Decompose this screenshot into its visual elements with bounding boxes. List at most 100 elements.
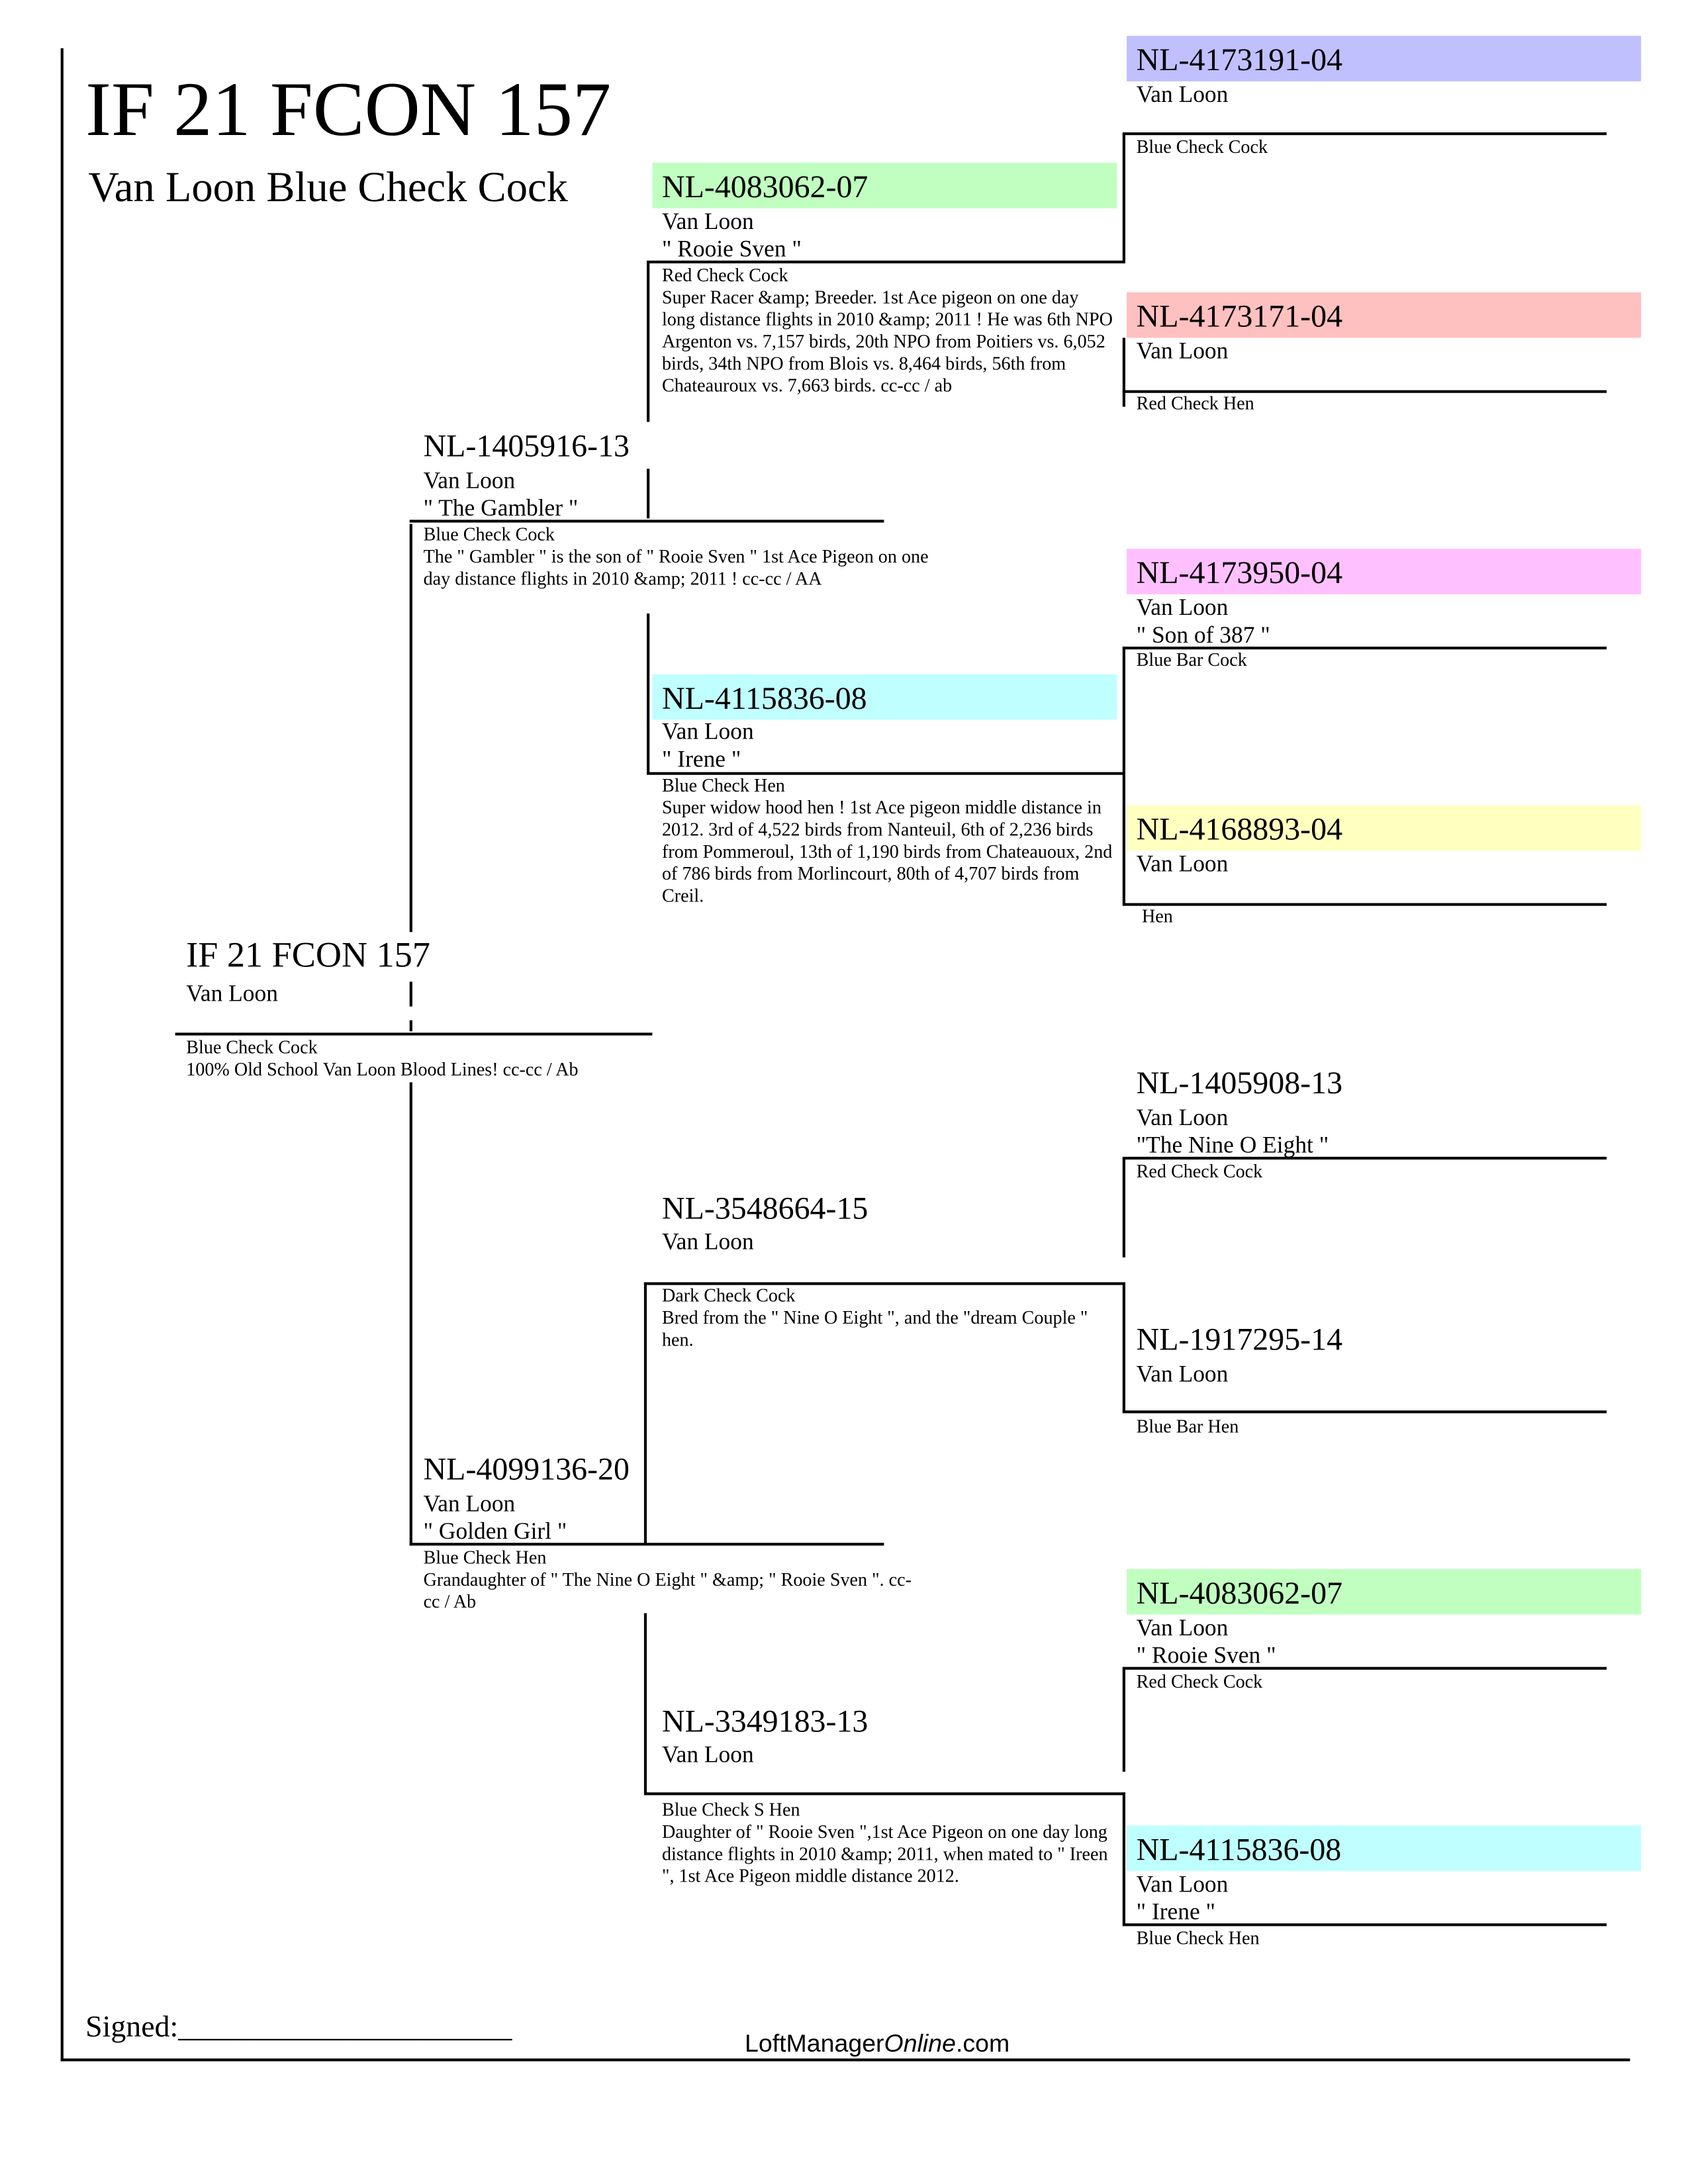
bird-color: Blue Check Cock	[1136, 136, 1268, 158]
connector	[1122, 1792, 1125, 1925]
connector	[409, 981, 412, 1007]
card-line	[409, 520, 884, 523]
connector	[1122, 1282, 1125, 1412]
ring-number: NL-3548664-15	[661, 1191, 868, 1226]
frame-bottom-line	[60, 2058, 1630, 2062]
brand-part: .com	[955, 2029, 1010, 2058]
bird-name: " Rooie Sven "	[1136, 1642, 1276, 1668]
bird-color: Blue Check S Hen	[661, 1799, 800, 1820]
breeder: Van Loon	[661, 208, 754, 235]
card-line	[647, 772, 1125, 775]
card-line	[643, 1282, 1125, 1285]
ring-number: NL-4173171-04	[1136, 299, 1343, 334]
highlight-band	[1127, 36, 1642, 81]
highlight-band	[1127, 1569, 1642, 1615]
card-line	[647, 260, 1125, 263]
page-subtitle: Van Loon Blue Check Cock	[88, 162, 568, 211]
bird-color: Red Check Cock	[1136, 1670, 1263, 1692]
ring-number: NL-4173950-04	[1136, 555, 1343, 590]
notes: The " Gambler " is the son of " Rooie Sv…	[423, 545, 929, 589]
breeder: Van Loon	[661, 718, 754, 745]
connector	[1122, 1158, 1125, 1257]
ring-number: NL-3349183-13	[661, 1704, 868, 1739]
breeder: Van Loon	[1136, 81, 1229, 108]
bird-name: " Irene "	[1136, 1898, 1216, 1925]
breeder: Van Loon	[1136, 594, 1229, 621]
card-line	[1122, 1666, 1607, 1670]
breeder: Van Loon	[1136, 1871, 1229, 1897]
highlight-band	[652, 674, 1117, 720]
bird-color: Blue Check Hen	[1136, 1927, 1260, 1948]
brand-footer: LoftManagerOnline.com	[745, 2031, 1009, 2056]
bird-name: " Irene "	[661, 746, 741, 772]
brand-part: LoftManager	[744, 2029, 884, 2058]
breeder: Van Loon	[661, 1228, 754, 1255]
bird-name: " Golden Girl "	[423, 1518, 567, 1545]
page-title: IF 21 FCON 157	[85, 68, 612, 154]
card-line	[1122, 132, 1607, 136]
bird-color: Blue Check Cock	[186, 1036, 318, 1058]
breeder: Van Loon	[423, 1490, 516, 1517]
connector	[1122, 647, 1125, 905]
card-line	[643, 1792, 1125, 1796]
connector	[409, 1082, 412, 1546]
connector	[1122, 134, 1125, 263]
breeder: Van Loon	[423, 467, 516, 494]
breeder: Van Loon	[1136, 1104, 1229, 1131]
ring-number: IF 21 FCON 157	[186, 934, 430, 975]
card-line	[1122, 647, 1607, 650]
bird-color: Red Check Cock	[661, 264, 788, 286]
card-line	[409, 1543, 884, 1546]
breeder: Van Loon	[1136, 1361, 1229, 1387]
connector	[643, 1613, 647, 1794]
ring-number: NL-4173191-04	[1136, 42, 1343, 77]
notes: Grandaughter of " The Nine O Eight " &am…	[423, 1569, 912, 1612]
bird-name: " Son of 387 "	[1136, 621, 1270, 649]
brand-part: Online	[884, 2029, 956, 2058]
bird-color: Red Check Cock	[1136, 1161, 1263, 1182]
bird-color: Blue Bar Hen	[1136, 1416, 1239, 1437]
bird-color: Blue Check Hen	[423, 1547, 547, 1568]
connector	[409, 1020, 412, 1032]
notes: Bred from the " Nine O Eight ", and the …	[661, 1306, 1088, 1350]
breeder: Van Loon	[1136, 1614, 1229, 1641]
breeder: Van Loon	[1136, 850, 1229, 877]
bird-color: Blue Bar Cock	[1136, 649, 1247, 670]
bird-color: Hen	[1141, 905, 1173, 927]
highlight-band	[1127, 549, 1642, 594]
ring-number: NL-4168893-04	[1136, 812, 1343, 847]
card-line	[1122, 390, 1607, 393]
bird-name: " The Gambler "	[423, 494, 579, 522]
breeder: Van Loon	[186, 980, 278, 1007]
bird-name: " Rooie Sven "	[661, 236, 802, 262]
connector	[1122, 338, 1125, 407]
connector	[643, 1282, 647, 1545]
bird-name: "The Nine O Eight "	[1136, 1132, 1329, 1158]
ring-number: NL-4099136-20	[423, 1451, 630, 1486]
notes: Super widow hood hen ! 1st Ace pigeon mi…	[661, 797, 1113, 906]
signature-line: Signed:______________________	[85, 2009, 512, 2044]
breeder: Van Loon	[661, 1741, 754, 1768]
bird-color: Red Check Hen	[1136, 392, 1254, 414]
connector	[647, 261, 650, 422]
notes: 100% Old School Van Loon Blood Lines! cc…	[186, 1058, 579, 1080]
highlight-band	[1127, 292, 1642, 338]
notes: Super Racer &amp; Breeder. 1st Ace pigeo…	[661, 287, 1113, 396]
highlight-band	[1127, 1825, 1642, 1872]
card-line	[1122, 903, 1607, 906]
card-line	[1122, 1156, 1607, 1160]
ring-number: NL-1405908-13	[1136, 1066, 1343, 1101]
ring-number: NL-4083062-07	[661, 169, 868, 205]
connector	[1122, 1668, 1125, 1772]
ring-number: NL-4115836-08	[661, 681, 867, 716]
ring-number: NL-1917295-14	[1136, 1322, 1343, 1357]
card-line	[1122, 1410, 1607, 1414]
highlight-band	[1127, 805, 1642, 851]
ring-number: NL-1405916-13	[423, 428, 630, 463]
notes: Daughter of " Rooie Sven ",1st Ace Pigeo…	[661, 1821, 1108, 1886]
highlight-band	[652, 162, 1117, 208]
bird-color: Dark Check Cock	[661, 1285, 796, 1306]
bird-color: Blue Check Cock	[423, 523, 555, 545]
breeder: Van Loon	[1136, 338, 1229, 364]
